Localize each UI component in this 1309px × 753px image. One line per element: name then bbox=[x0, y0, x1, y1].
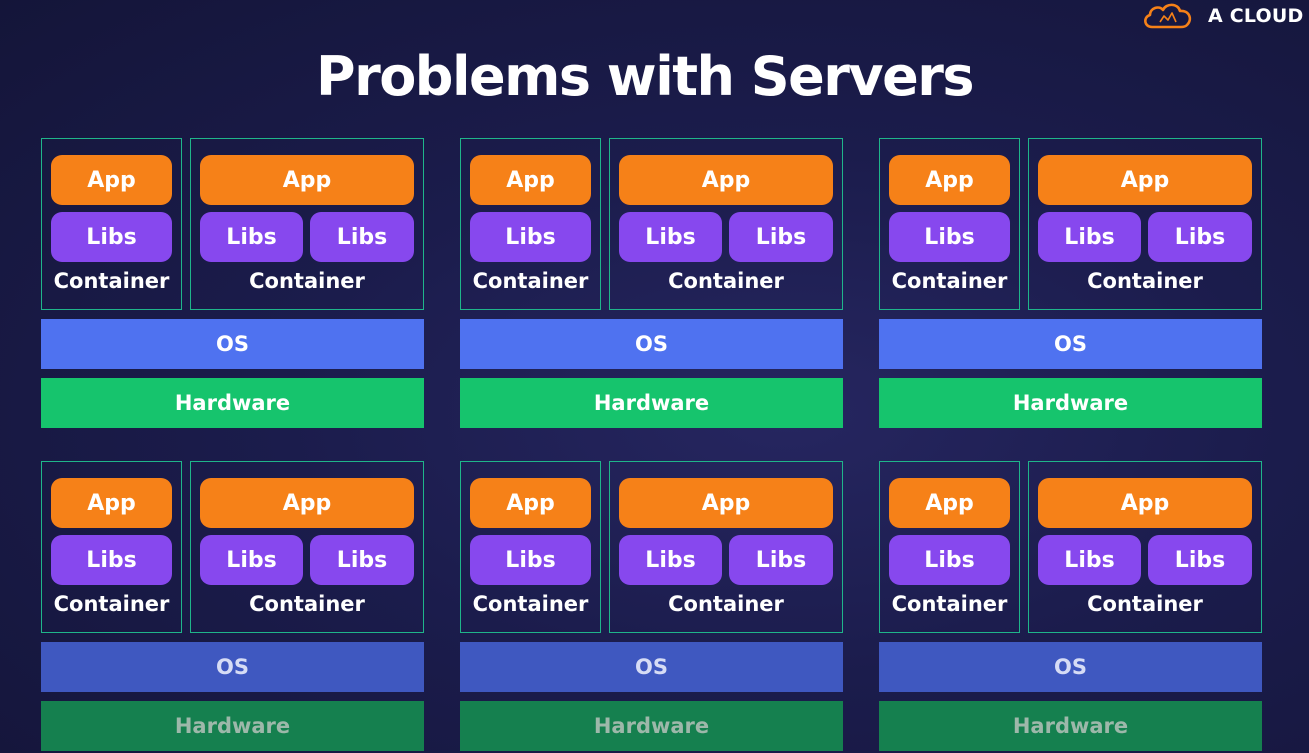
cloud-logo-icon bbox=[1144, 3, 1192, 29]
libs-block: Libs bbox=[1148, 535, 1252, 585]
container-label: Container bbox=[891, 592, 1008, 616]
container-box: App Libs Container bbox=[879, 138, 1020, 310]
container-box: App Libs Libs Container bbox=[1028, 461, 1262, 633]
os-layer: OS bbox=[460, 319, 843, 369]
app-block: App bbox=[470, 155, 591, 205]
libs-block: Libs bbox=[470, 212, 591, 262]
hardware-layer: Hardware bbox=[460, 701, 843, 751]
os-layer: OS bbox=[41, 642, 424, 692]
container-box: App Libs Container bbox=[460, 138, 601, 310]
container-label: Container bbox=[249, 269, 365, 293]
app-block: App bbox=[200, 155, 414, 205]
hardware-layer: Hardware bbox=[41, 378, 424, 428]
container-box: App Libs Libs Container bbox=[609, 461, 843, 633]
server-stack: App Libs Container App Libs Libs Contain… bbox=[460, 461, 843, 751]
logo-text: A CLOUD bbox=[1208, 5, 1304, 27]
libs-block: Libs bbox=[310, 535, 414, 585]
server-stack: App Libs Container App Libs Libs Contain… bbox=[879, 138, 1262, 428]
libs-block: Libs bbox=[889, 212, 1010, 262]
hardware-layer: Hardware bbox=[460, 378, 843, 428]
libs-block: Libs bbox=[889, 535, 1010, 585]
os-layer: OS bbox=[879, 642, 1262, 692]
libs-block: Libs bbox=[1148, 212, 1252, 262]
page-title: Problems with Servers bbox=[316, 45, 975, 108]
libs-block: Libs bbox=[1038, 212, 1141, 262]
container-box: App Libs Libs Container bbox=[190, 138, 424, 310]
libs-block: Libs bbox=[619, 535, 722, 585]
container-label: Container bbox=[1087, 269, 1203, 293]
app-block: App bbox=[1038, 478, 1252, 528]
container-label: Container bbox=[891, 269, 1008, 293]
container-box: App Libs Libs Container bbox=[1028, 138, 1262, 310]
server-stack: App Libs Container App Libs Libs Contain… bbox=[879, 461, 1262, 751]
libs-block: Libs bbox=[619, 212, 722, 262]
libs-block: Libs bbox=[51, 535, 172, 585]
app-block: App bbox=[619, 155, 833, 205]
container-box: App Libs Container bbox=[460, 461, 601, 633]
libs-block: Libs bbox=[729, 535, 833, 585]
app-block: App bbox=[1038, 155, 1252, 205]
container-box: App Libs Container bbox=[41, 138, 182, 310]
libs-block: Libs bbox=[470, 535, 591, 585]
container-label: Container bbox=[668, 269, 784, 293]
os-layer: OS bbox=[879, 319, 1262, 369]
app-block: App bbox=[889, 155, 1010, 205]
container-label: Container bbox=[472, 592, 589, 616]
server-stack: App Libs Container App Libs Libs Contain… bbox=[41, 461, 424, 751]
container-label: Container bbox=[668, 592, 784, 616]
container-box: App Libs Libs Container bbox=[190, 461, 424, 633]
container-label: Container bbox=[472, 269, 589, 293]
hardware-layer: Hardware bbox=[879, 701, 1262, 751]
libs-block: Libs bbox=[51, 212, 172, 262]
libs-block: Libs bbox=[310, 212, 414, 262]
server-stack: App Libs Container App Libs Libs Contain… bbox=[41, 138, 424, 428]
app-block: App bbox=[470, 478, 591, 528]
logo: A CLOUD bbox=[1140, 0, 1303, 32]
app-block: App bbox=[51, 478, 172, 528]
libs-block: Libs bbox=[729, 212, 833, 262]
container-box: App Libs Container bbox=[41, 461, 182, 633]
app-block: App bbox=[889, 478, 1010, 528]
libs-block: Libs bbox=[200, 535, 303, 585]
container-label: Container bbox=[249, 592, 365, 616]
container-label: Container bbox=[53, 592, 170, 616]
hardware-layer: Hardware bbox=[41, 701, 424, 751]
container-label: Container bbox=[1087, 592, 1203, 616]
container-box: App Libs Libs Container bbox=[609, 138, 843, 310]
app-block: App bbox=[51, 155, 172, 205]
container-label: Container bbox=[53, 269, 170, 293]
libs-block: Libs bbox=[1038, 535, 1141, 585]
app-block: App bbox=[200, 478, 414, 528]
hardware-layer: Hardware bbox=[879, 378, 1262, 428]
server-stack: App Libs Container App Libs Libs Contain… bbox=[460, 138, 843, 428]
app-block: App bbox=[619, 478, 833, 528]
os-layer: OS bbox=[41, 319, 424, 369]
os-layer: OS bbox=[460, 642, 843, 692]
container-box: App Libs Container bbox=[879, 461, 1020, 633]
libs-block: Libs bbox=[200, 212, 303, 262]
